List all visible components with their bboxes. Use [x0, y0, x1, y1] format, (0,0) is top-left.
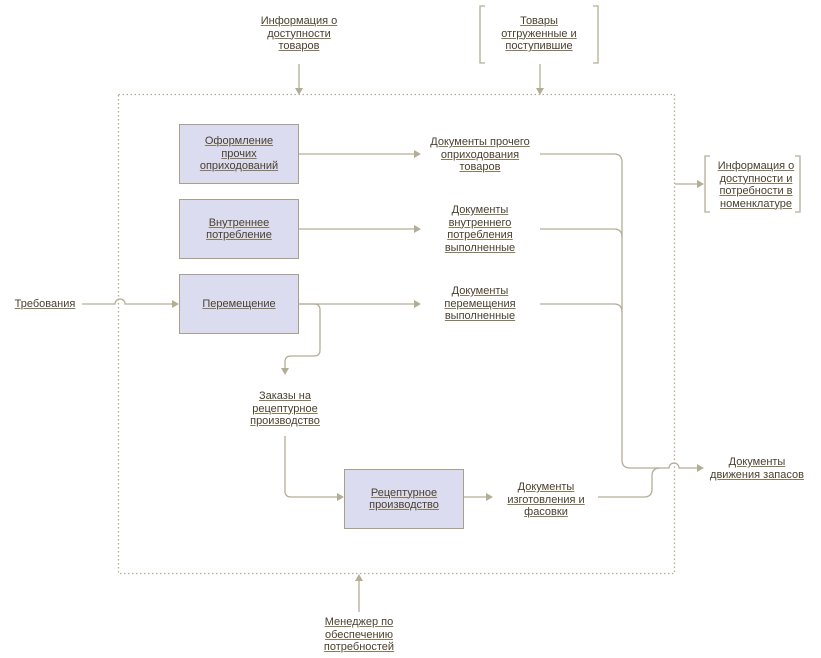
transfer-docs[interactable]: Документы перемещения выполненные: [444, 285, 516, 322]
manager-input[interactable]: Менеджер по обеспечению потребностей: [323, 616, 395, 653]
doc-line-3: [540, 303, 623, 313]
arrowhead-stock-movement: [697, 464, 704, 472]
availability-info-input[interactable]: Информация о доступности товаров: [260, 15, 338, 52]
other-receipt-docs[interactable]: Документы прочего оприходования товаров: [430, 136, 530, 173]
arrowhead-nomenclature: [697, 180, 704, 188]
transfer-process[interactable]: Перемещение: [179, 274, 299, 334]
arrowhead-recipe-out: [486, 493, 493, 501]
goods-bracket: [479, 5, 599, 64]
arrowhead-internal-consumption: [414, 225, 421, 233]
recipe-production-process[interactable]: Рецептурное производство: [344, 469, 464, 529]
recipe-production-label: Рецептурное производство: [369, 486, 439, 512]
nomenclature-bracket: [704, 155, 801, 213]
nomenclature-info-output[interactable]: Информация о доступности и потребности в…: [717, 160, 795, 210]
recipe-orders[interactable]: Заказы на рецептурное производство: [250, 390, 320, 427]
manufacturing-line: [598, 467, 661, 498]
stock-movement-docs-output[interactable]: Документы движения запасов: [710, 456, 804, 481]
doc-line-1: [540, 153, 697, 469]
arrowhead-requirements: [172, 300, 179, 308]
orders-recipe-line: [284, 436, 337, 498]
other-receipts-label: Оформление прочих оприходований: [199, 135, 279, 173]
arrowhead-availability: [295, 88, 303, 95]
manufacturing-docs[interactable]: Документы изготовления и фасовки: [507, 481, 585, 518]
requirements-arrow-line: [82, 298, 172, 305]
goods-shipped-input[interactable]: Товары отгруженные и поступившие: [501, 15, 577, 52]
internal-consumption-label: Внутреннее потребление: [206, 216, 272, 242]
other-receipts-process[interactable]: Оформление прочих оприходований: [179, 124, 299, 184]
arrowhead-other-receipts: [414, 150, 421, 158]
process-boundary: [117, 93, 676, 575]
internal-consumption-docs[interactable]: Документы внутреннего потребления выполн…: [444, 204, 516, 254]
arrowhead-manager: [355, 574, 363, 581]
requirements-input[interactable]: Требования: [14, 298, 76, 310]
arrowhead-orders: [281, 368, 289, 375]
doc-line-2: [540, 228, 623, 238]
arrowhead-goods: [536, 88, 544, 95]
internal-consumption-process[interactable]: Внутреннее потребление: [179, 199, 299, 259]
arrowhead-transfer: [414, 300, 421, 308]
transfer-orders-line: [284, 303, 321, 368]
transfer-label: Перемещение: [202, 297, 276, 310]
arrowhead-recipe-in: [337, 493, 344, 501]
